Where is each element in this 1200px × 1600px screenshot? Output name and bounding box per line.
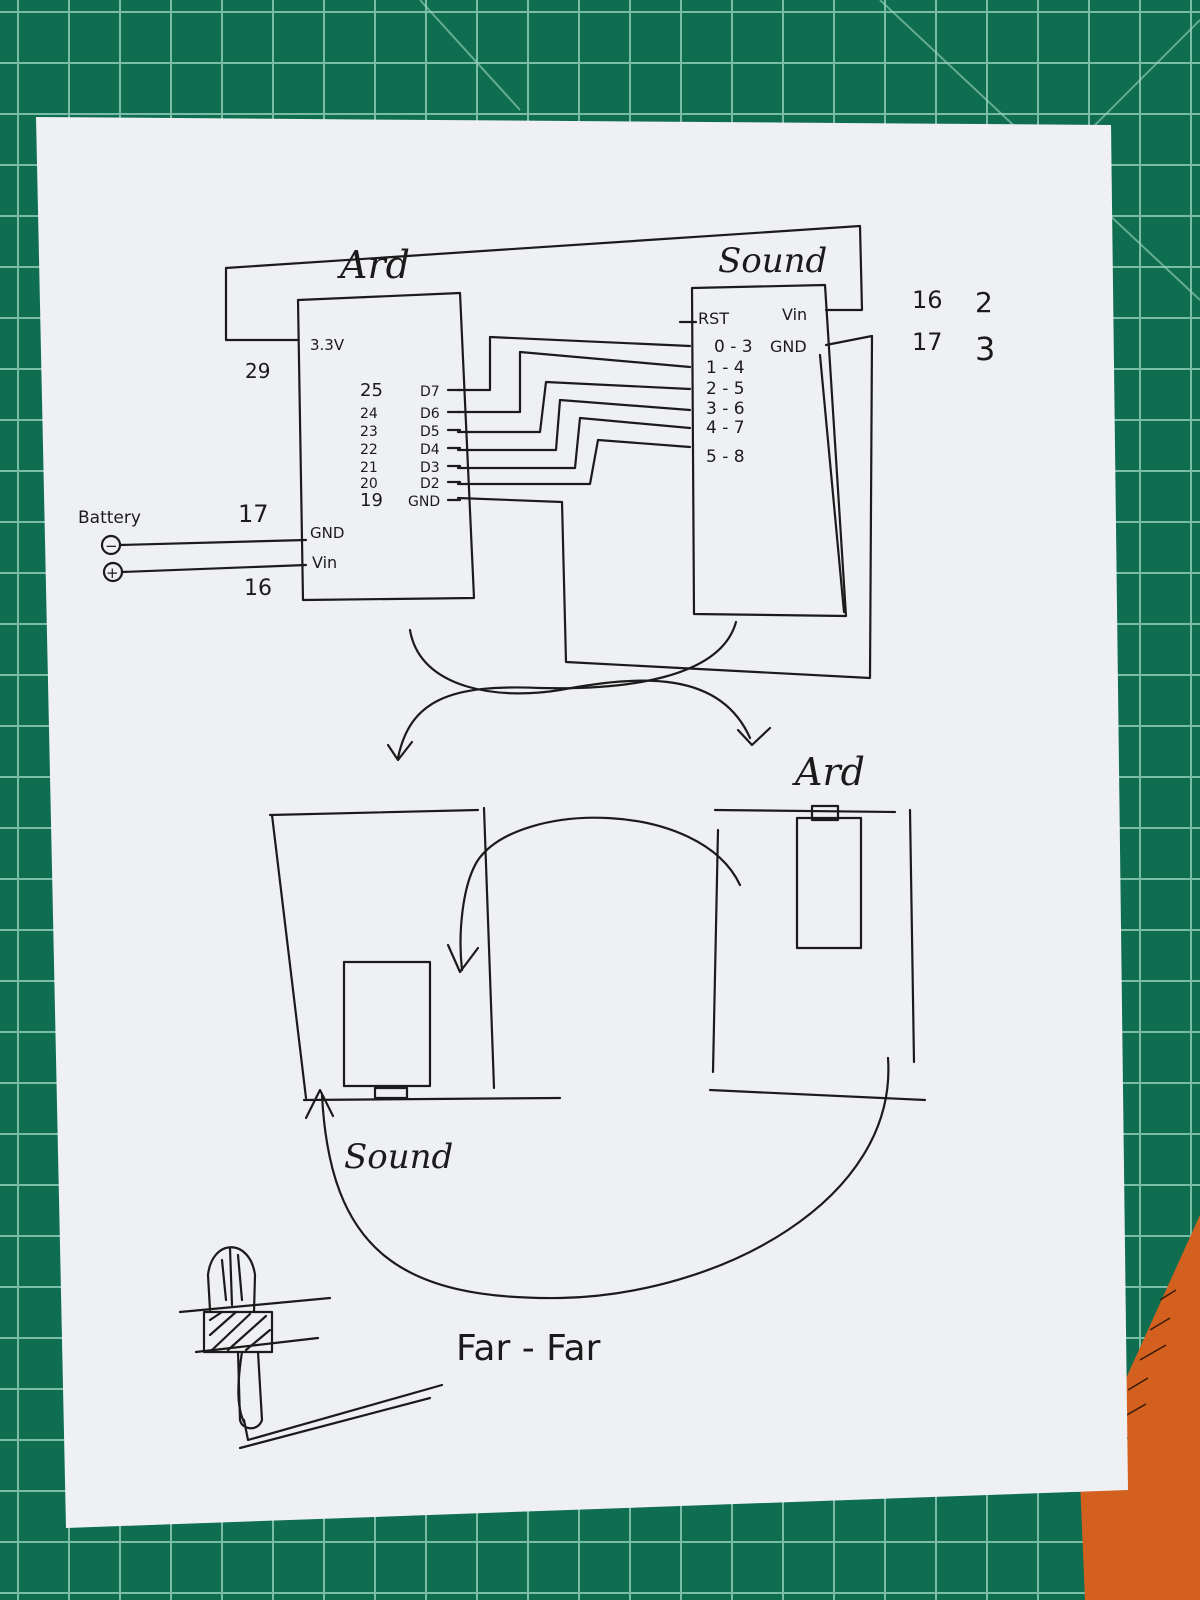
pin-number-29: 29: [245, 359, 270, 383]
sound-pin-labels: 0 - 31 - 42 - 53 - 64 - 7 5 - 8: [706, 337, 753, 467]
wiring-schematic: Ard 3.3V 29 Battery − + 17 GND Vin 16 25…: [78, 224, 995, 680]
arduino-title: Ard: [337, 243, 410, 287]
battery-label: Battery: [78, 508, 141, 528]
pin-number: 24: [360, 406, 378, 422]
pin-name: D3: [420, 460, 440, 476]
sound-pin-label: 2 - 5: [706, 379, 745, 399]
arduino-board-label: Ard: [792, 750, 865, 794]
pin-name: D2: [420, 476, 440, 492]
pin-name: D7: [420, 384, 440, 400]
pin-number-16: 16: [244, 576, 272, 601]
sound-vin-label: Vin: [782, 305, 807, 324]
sound-pin-label: 3 - 6: [706, 399, 745, 419]
pin-name: GND: [408, 494, 440, 510]
sound-gnd-label: GND: [770, 337, 807, 356]
sound-pin-label: 0 - 3: [714, 337, 753, 357]
pin-number-17: 17: [238, 500, 269, 528]
flip-arrows: [386, 620, 772, 762]
side-note-17: 17: [912, 328, 943, 356]
screw-detail: [178, 1246, 444, 1450]
pin-name: D6: [420, 406, 440, 422]
paper-sheet: [36, 117, 1128, 1528]
digital-pin-labels: 25 D7 24 D6 23 D5 22 D4 21 D3 20 D2 19 GND: [360, 380, 462, 511]
sound-board-label: Sound: [344, 1137, 453, 1177]
pin-3v3-label: 3.3V: [310, 336, 345, 354]
pin-number: 21: [360, 460, 378, 476]
side-note-16: 16: [912, 286, 943, 314]
pin-name: D4: [420, 442, 440, 458]
arduino-vin-label: Vin: [312, 553, 337, 572]
arduino-gnd-label: GND: [310, 524, 344, 542]
mat-diagonal: [419, 0, 521, 111]
battery-positive: +: [106, 564, 119, 582]
side-note-2: 2: [975, 286, 993, 319]
pin-name: D5: [420, 424, 440, 440]
assembly-sketch: Sound Ard Far - Far: [178, 750, 927, 1450]
side-note-3: 3: [975, 330, 995, 368]
pin-number: 23: [360, 424, 378, 440]
battery-negative: −: [105, 537, 118, 555]
pin-number: 19: [360, 490, 383, 511]
far-far-caption: Far - Far: [456, 1328, 601, 1369]
sound-pin-label: 4 - 7: [706, 418, 745, 438]
sound-rst-label: RST: [698, 309, 729, 328]
sound-title: Sound: [718, 241, 827, 281]
pin-number: 22: [360, 442, 378, 458]
pin-number: 20: [360, 476, 378, 492]
sound-pin-label: 1 - 4: [706, 358, 745, 378]
pin-number: 25: [360, 380, 383, 401]
sound-pin-label: 5 - 8: [706, 447, 745, 467]
